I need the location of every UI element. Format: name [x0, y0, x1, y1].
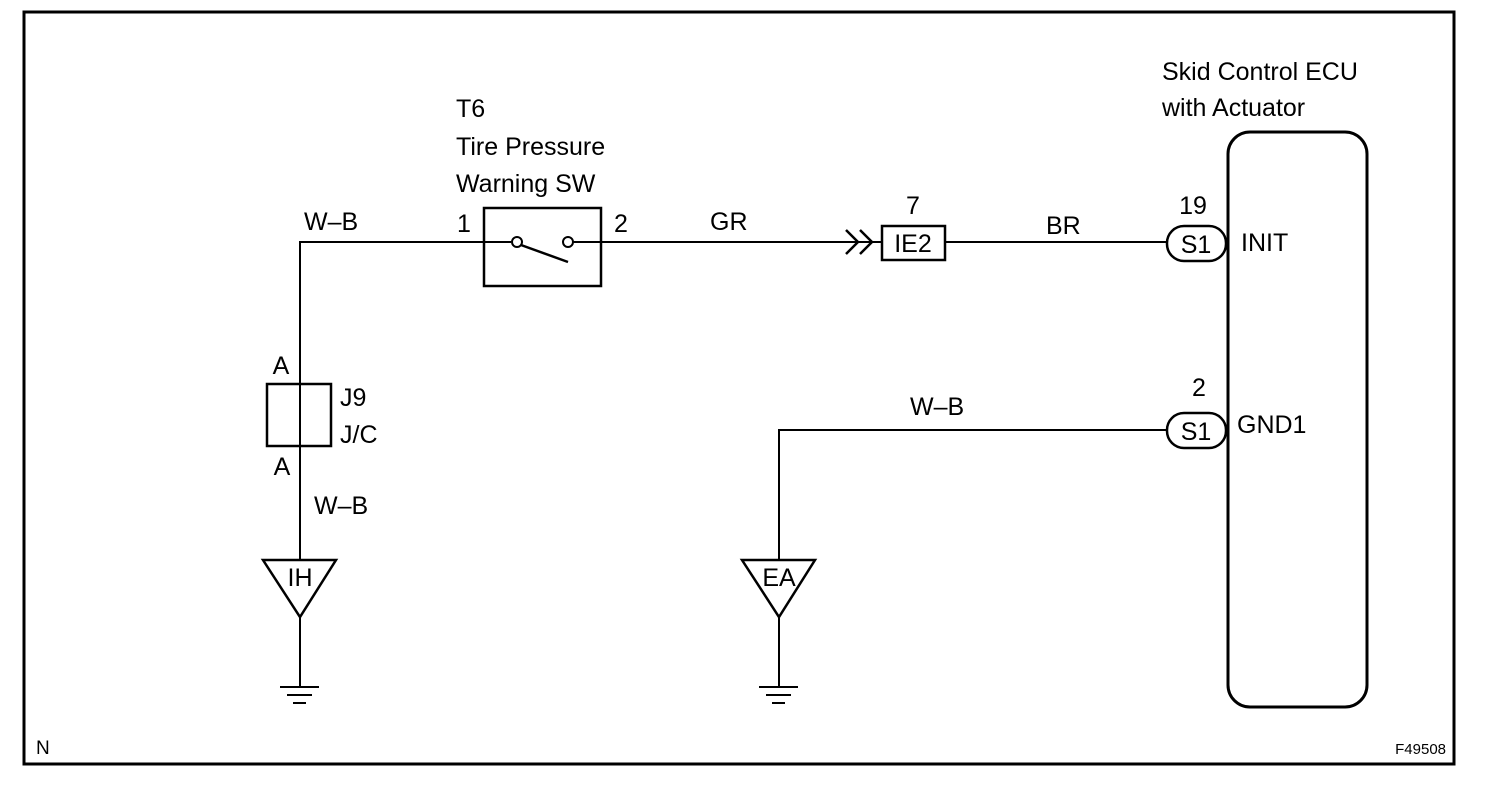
wire-label-br: BR [1046, 212, 1081, 240]
ecu-connector-s1-gnd-label: S1 [1181, 418, 1212, 446]
ecu-connector-s1-init-label: S1 [1181, 231, 1212, 259]
switch-pin-2: 2 [614, 210, 628, 238]
ground-point-ea: EA [739, 558, 818, 686]
skid-control-ecu [1226, 130, 1369, 709]
ecu-terminal-gnd1: GND1 [1237, 411, 1306, 439]
wire-w-b-right [778, 429, 1167, 560]
wire-label-w-b-bottom: W–B [314, 492, 368, 520]
connector-chevron-icon [845, 229, 874, 255]
ecu-connector-s1-init [1165, 224, 1228, 263]
inline-connector-ie2 [880, 224, 947, 262]
inline-connector-label: IE2 [894, 230, 932, 258]
wire-w-b-left [299, 241, 484, 560]
tire-pressure-switch [482, 206, 603, 288]
junction-pin-bottom: A [274, 453, 291, 481]
wire-label-gr: GR [710, 208, 748, 236]
ground-label-ea: EA [762, 564, 796, 592]
wire-label-w-b-top: W–B [304, 208, 358, 236]
ecu-name-line2: with Actuator [1161, 94, 1305, 122]
switch-contact-icon [484, 236, 601, 264]
junction-name: J/C [340, 421, 378, 449]
diagram-frame [22, 10, 1456, 766]
switch-pin-1: 1 [457, 210, 471, 238]
corner-label-n: N [36, 738, 50, 759]
ecu-terminal-init: INIT [1241, 229, 1288, 257]
ecu-pin-19: 19 [1179, 192, 1207, 220]
junction-code: J9 [340, 384, 366, 412]
inline-connector-pin: 7 [906, 192, 920, 220]
switch-code: T6 [456, 95, 485, 123]
junction-pin-top: A [273, 352, 290, 380]
ground-label-ih: IH [288, 564, 313, 592]
switch-name-line1: Tire Pressure [456, 133, 605, 161]
wire-label-w-b-right: W–B [910, 393, 964, 421]
ecu-name-line1: Skid Control ECU [1162, 58, 1358, 86]
ground-symbol-icon [280, 686, 319, 704]
switch-name-line2: Warning SW [456, 170, 596, 198]
ecu-pin-2: 2 [1192, 374, 1206, 402]
figure-code: F49508 [1395, 741, 1446, 758]
ground-point-ih: IH [260, 558, 339, 686]
ground-symbol-icon [759, 686, 798, 704]
